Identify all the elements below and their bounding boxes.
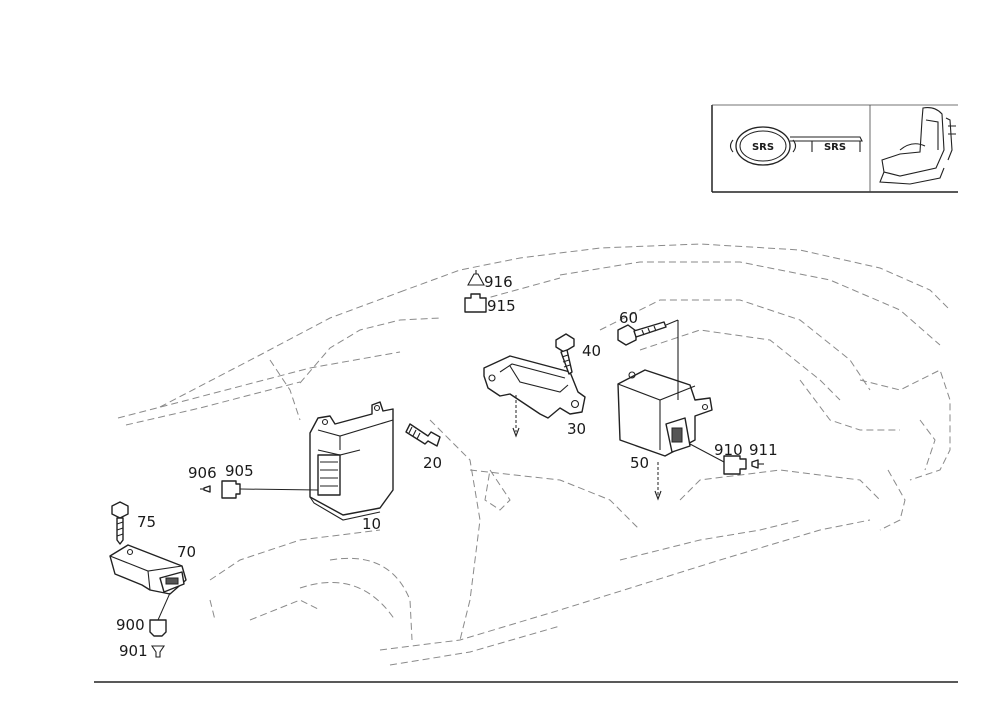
- label-75: 75: [137, 513, 156, 531]
- label-901: 901: [119, 642, 148, 660]
- label-906: 906: [188, 464, 217, 482]
- connector-911-icon: [751, 459, 764, 469]
- screw-60: [617, 319, 679, 346]
- connector-900-icon: [149, 592, 171, 637]
- control-module-50: [617, 320, 713, 501]
- sensor-bracket-30: [483, 355, 586, 438]
- connector-905-icon: [221, 480, 319, 499]
- label-10: 10: [362, 515, 381, 533]
- seat-icon: [879, 107, 956, 185]
- bolt-20: [405, 423, 441, 447]
- srs-badge-dashboard: SRS: [824, 142, 846, 153]
- label-30: 30: [567, 420, 586, 438]
- screw-75: [111, 501, 129, 545]
- label-20: 20: [423, 454, 442, 472]
- label-910: 910: [714, 441, 743, 459]
- inset-panel: SRS SRS: [711, 104, 958, 193]
- connector-906-icon: [200, 485, 211, 493]
- connector-901-icon: [150, 645, 166, 658]
- screw-40: [555, 333, 575, 375]
- label-70: 70: [177, 543, 196, 561]
- label-905: 905: [225, 462, 254, 480]
- label-911: 911: [749, 441, 778, 459]
- label-900: 900: [116, 616, 145, 634]
- label-916: 916: [484, 273, 513, 291]
- label-60: 60: [619, 309, 638, 327]
- connector-910-icon: [689, 443, 747, 475]
- vehicle-outline: [117, 243, 951, 666]
- dashboard-icon: SRS: [790, 136, 863, 153]
- control-unit-10: [309, 401, 394, 521]
- crash-sensor-70: [109, 544, 187, 595]
- label-40: 40: [582, 342, 601, 360]
- connector-916-icon: [467, 270, 485, 286]
- steering-wheel-icon: SRS: [729, 126, 797, 166]
- label-50: 50: [630, 454, 649, 472]
- label-915: 915: [487, 297, 516, 315]
- srs-badge-steering: SRS: [752, 142, 774, 153]
- connector-915-icon: [464, 293, 487, 313]
